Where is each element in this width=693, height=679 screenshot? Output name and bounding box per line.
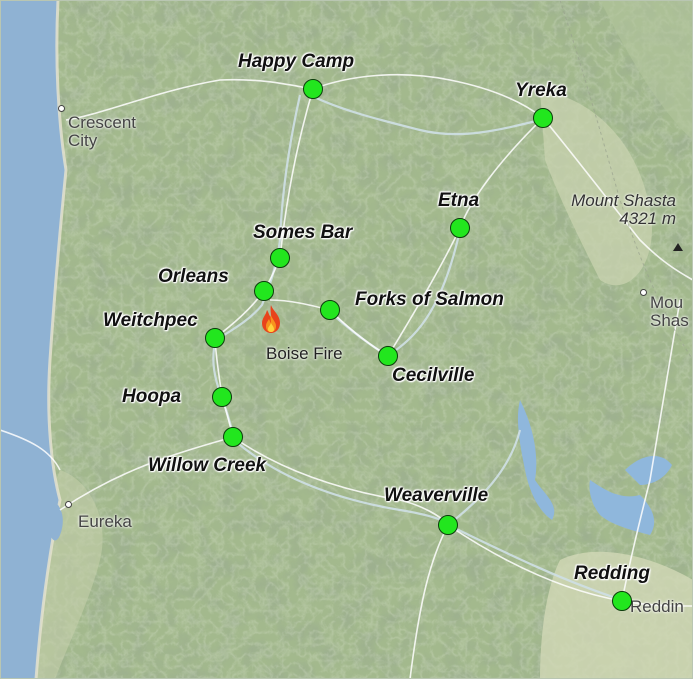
town-label-happy-camp: Happy Camp	[238, 51, 355, 72]
town-marker-somes-bar[interactable]	[270, 248, 290, 268]
crescent-city-label-line2: City	[68, 130, 98, 150]
town-label-redding: Redding	[574, 563, 650, 584]
crescent-city-label-line1: Crescent	[68, 113, 137, 132]
eureka-label: Eureka	[78, 512, 132, 531]
town-marker-weaverville[interactable]	[438, 515, 458, 535]
town-marker-weitchpec[interactable]	[205, 328, 225, 348]
town-marker-yreka[interactable]	[533, 108, 553, 128]
town-label-etna: Etna	[438, 190, 480, 211]
shasta-lake	[589, 480, 655, 535]
crescent-city-label: Crescent City	[68, 114, 136, 150]
trinity-lake	[517, 400, 555, 520]
mount-shasta-city-label: Mou Shas	[650, 294, 689, 330]
eureka-dot	[64, 500, 72, 508]
town-label-willow-creek: Willow Creek	[148, 455, 267, 476]
town-label-somes-bar: Somes Bar	[253, 222, 353, 243]
mount-shasta-peak-label: Mount Shasta 4321 m	[550, 192, 676, 228]
town-label-cecilville: Cecilville	[392, 365, 475, 386]
town-label-orleans: Orleans	[158, 266, 229, 287]
town-marker-happy-camp[interactable]	[303, 79, 323, 99]
town-marker-forks-of-salmon[interactable]	[320, 300, 340, 320]
town-marker-etna[interactable]	[450, 218, 470, 238]
town-label-weitchpec: Weitchpec	[103, 310, 198, 331]
crescent-city-dot	[57, 104, 65, 112]
town-marker-cecilville[interactable]	[378, 346, 398, 366]
peak-triangle-icon	[673, 243, 683, 251]
shasta-valley	[540, 90, 652, 286]
town-marker-orleans[interactable]	[254, 281, 274, 301]
mount-shasta-city-line1: Mou	[650, 293, 684, 312]
ocean	[0, 0, 66, 679]
town-label-forks-of-salmon: Forks of Salmon	[355, 289, 504, 310]
town-marker-hoopa[interactable]	[212, 387, 232, 407]
town-label-hoopa: Hoopa	[122, 386, 182, 407]
fire-label: Boise Fire	[266, 344, 343, 363]
fire-icon[interactable]	[259, 304, 283, 334]
town-marker-redding[interactable]	[612, 591, 632, 611]
humboldt-bay	[50, 500, 63, 541]
mount-shasta-peak-name: Mount Shasta	[571, 191, 676, 210]
town-label-yreka: Yreka	[515, 80, 567, 101]
town-label-weaverville: Weaverville	[384, 485, 489, 506]
redding-base-label: Reddin	[630, 597, 684, 616]
trinity-river	[233, 429, 522, 527]
mount-shasta-peak-elevation: 4321 m	[619, 208, 676, 228]
mount-shasta-city-line2: Shas	[650, 310, 689, 330]
mount-shasta-city-dot	[639, 288, 647, 296]
town-marker-willow-creek[interactable]	[223, 427, 243, 447]
